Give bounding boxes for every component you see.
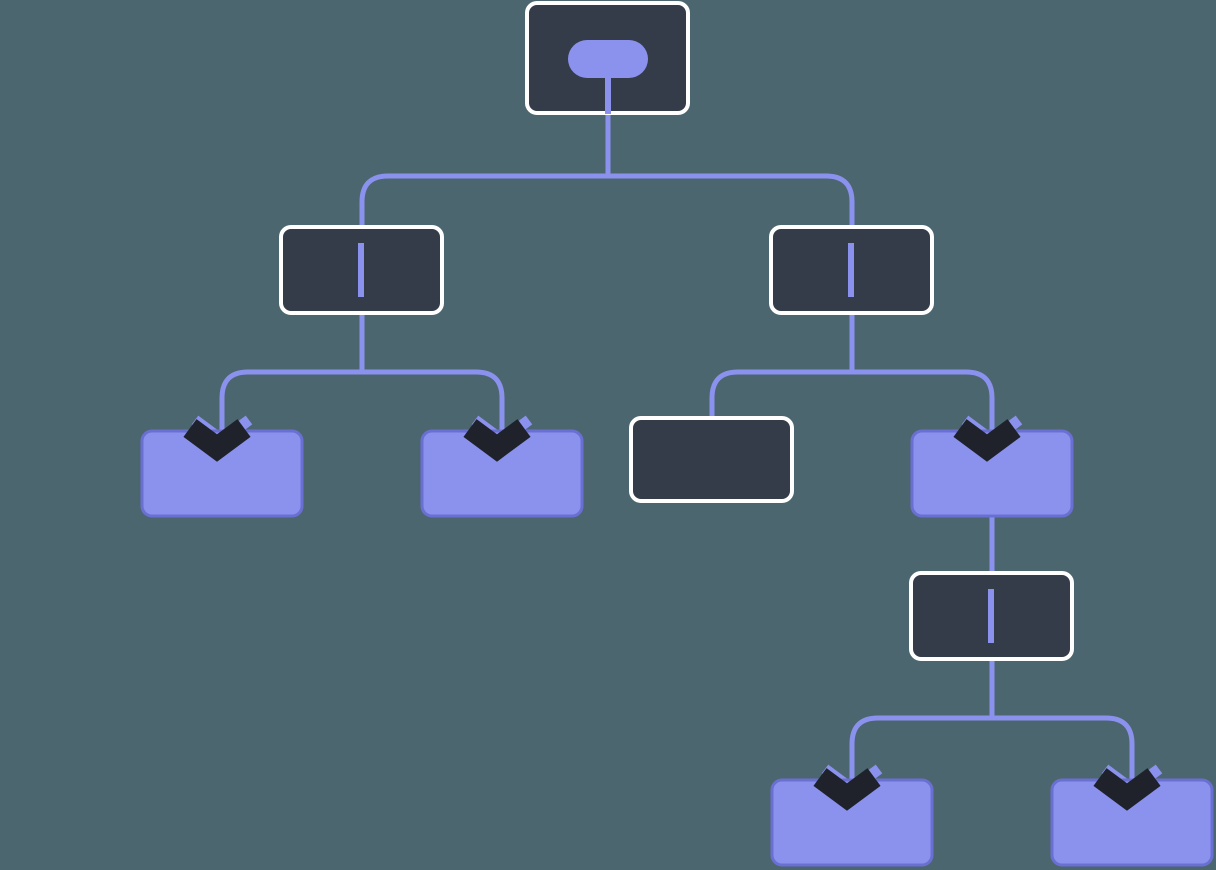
arrow-marker-branch-node bbox=[953, 419, 1021, 462]
level3-dark-node-bar-glyph bbox=[988, 589, 994, 643]
arrow-marker-leaf-2 bbox=[463, 419, 531, 462]
edge-level3-to-leaf-4[interactable] bbox=[989, 659, 1135, 787]
root-node[interactable] bbox=[525, 1, 690, 115]
edge-root-to-level1-right[interactable] bbox=[605, 113, 855, 313]
arrow-marker-leaf-3 bbox=[813, 768, 881, 811]
edge-level3-to-leaf-3[interactable] bbox=[849, 659, 995, 787]
level1-right-node[interactable] bbox=[769, 225, 934, 315]
edge-root-to-level1-left[interactable] bbox=[359, 113, 611, 313]
edge-level1-left-to-leaf-2[interactable] bbox=[359, 313, 505, 438]
edge-level1-left-to-leaf-1[interactable] bbox=[219, 313, 365, 438]
level2-dark-node-box[interactable] bbox=[629, 416, 794, 503]
edge-level1-right-to-branch-node[interactable] bbox=[849, 313, 995, 438]
level1-right-node-bar-glyph bbox=[848, 243, 854, 297]
root-node-pill-stem bbox=[605, 76, 611, 114]
level2-dark-node[interactable] bbox=[629, 416, 794, 503]
level3-dark-node[interactable] bbox=[909, 571, 1074, 661]
edge-level1-right-to-dark-node[interactable] bbox=[709, 313, 855, 420]
arrow-marker-leaf-4 bbox=[1093, 768, 1161, 811]
level1-left-node-bar-glyph bbox=[358, 243, 364, 297]
arrow-marker-leaf-1 bbox=[183, 419, 251, 462]
root-node-pill-glyph bbox=[568, 40, 648, 78]
level1-left-node[interactable] bbox=[279, 225, 444, 315]
